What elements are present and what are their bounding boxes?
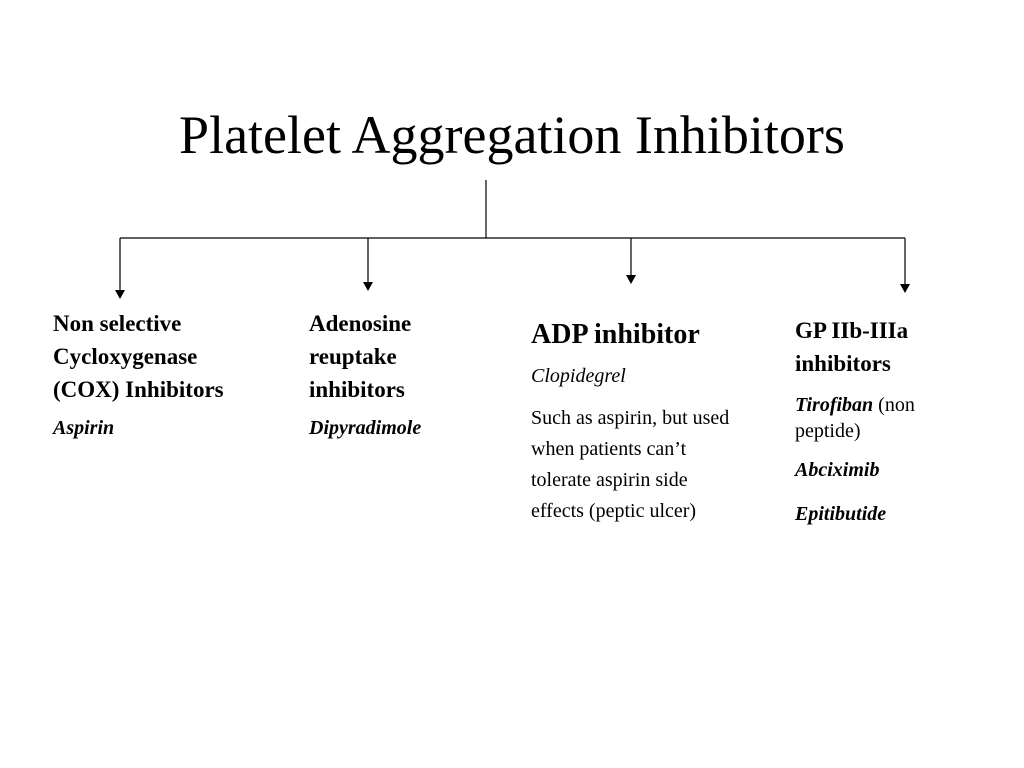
arrowhead-3: [626, 275, 636, 284]
page-title: Platelet Aggregation Inhibitors: [179, 105, 845, 165]
heading-line: Adenosine: [309, 311, 412, 336]
category-cox-inhibitors: Non selective Cycloxygenase (COX) Inhibi…: [53, 307, 293, 440]
arrowhead-4: [900, 284, 910, 293]
heading-line: inhibitors: [795, 351, 891, 376]
drug-name: Abciximib: [795, 459, 880, 481]
category-heading: ADP inhibitor: [531, 319, 700, 350]
arrowhead-2: [363, 282, 373, 291]
heading-line: GP IIb-IIIa: [795, 318, 909, 343]
heading-line: Non selective: [53, 311, 182, 336]
drug-name: Aspirin: [53, 417, 115, 439]
note-line: effects (peptic ulcer): [531, 500, 697, 522]
note-line: Such as aspirin, but used: [531, 407, 730, 429]
drug-note: (non: [873, 394, 915, 416]
category-heading: Adenosine reuptake inhibitors: [309, 307, 509, 406]
note-line: when patients can’t: [531, 438, 687, 460]
category-adenosine-reuptake-inhibitors: Adenosine reuptake inhibitors Dipyradimo…: [309, 307, 509, 440]
heading-line: reuptake: [309, 344, 397, 369]
note-line: tolerate aspirin side: [531, 469, 688, 491]
drug-name: Dipyradimole: [309, 417, 422, 439]
drug-note-continued: peptide): [795, 420, 861, 442]
category-heading: Non selective Cycloxygenase (COX) Inhibi…: [53, 307, 293, 406]
arrowhead-1: [115, 290, 125, 299]
category-adp-inhibitor: ADP inhibitor Clopidegrel Such as aspiri…: [531, 316, 791, 527]
category-gp-iib-iiia-inhibitors: GP IIb-IIIa inhibitors Tirofiban (non pe…: [795, 314, 995, 526]
heading-line: inhibitors: [309, 377, 405, 402]
category-note: Such as aspirin, but used when patients …: [531, 403, 791, 527]
heading-line: Cycloxygenase: [53, 344, 198, 369]
drug-entry: Tirofiban (non peptide): [795, 392, 995, 444]
heading-line: (COX) Inhibitors: [53, 377, 224, 402]
category-heading: GP IIb-IIIa inhibitors: [795, 314, 995, 380]
drug-name: Tirofiban: [795, 394, 874, 416]
drug-name: Epitibutide: [795, 503, 887, 525]
drug-name: Clopidegrel: [531, 365, 626, 387]
